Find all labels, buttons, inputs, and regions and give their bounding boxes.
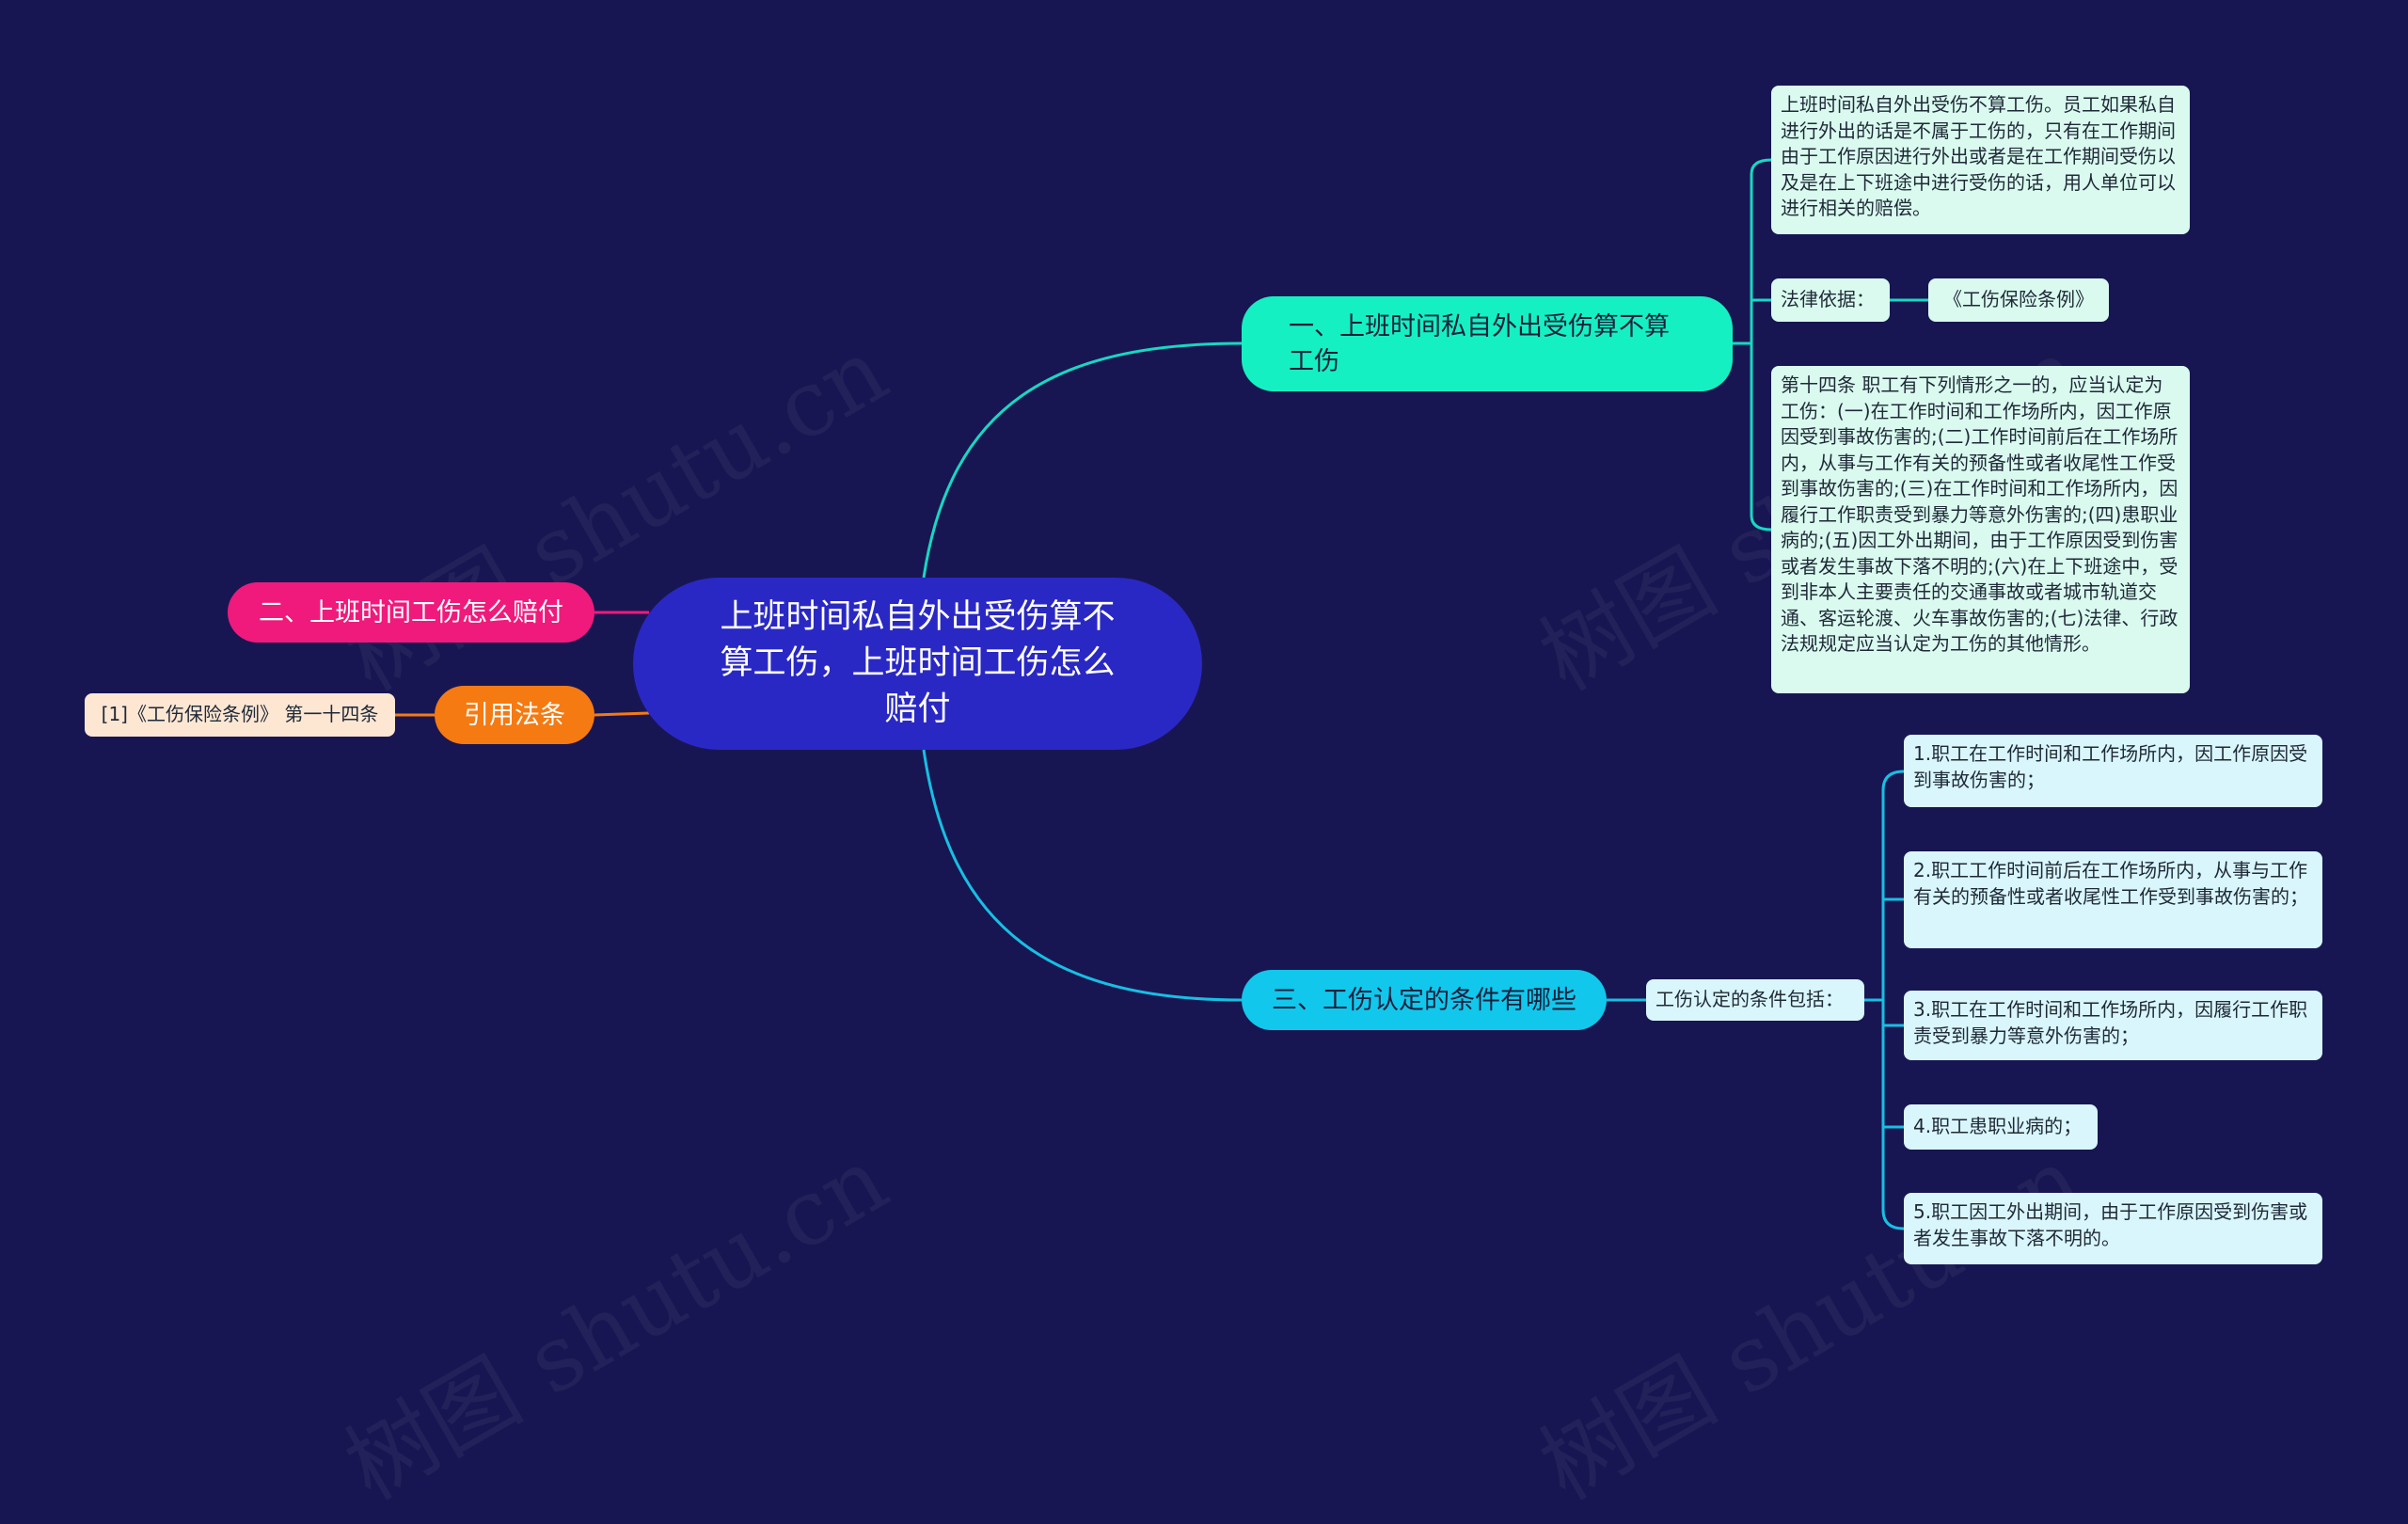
legal-basis-source-text: 《工伤保险条例》 [1943,288,2094,311]
branch-2-node[interactable]: 二、上班时间工伤怎么赔付 [228,582,594,643]
condition-item-5[interactable]: 5.职工因工外出期间，由于工作原因受到伤害或者发生事故下落不明的。 [1904,1193,2322,1264]
branch-1-label: 一、上班时间私自外出受伤算不算工伤 [1289,311,1670,376]
legal-basis-source[interactable]: 《工伤保险条例》 [1928,278,2109,322]
condition-item-2[interactable]: 2.职工工作时间前后在工作场所内，从事与工作有关的预备性或者收尾性工作受到事故伤… [1904,851,2322,948]
branch-1-summary-text: 上班时间私自外出受伤不算工伤。员工如果私自进行外出的话是不属于工伤的，只有在工作… [1781,93,2176,219]
mindmap-canvas: 树图 shutu.cn 树图 shutu.cn 树图 shutu.cn 树图 s… [85,86,2322,1520]
branch-1-summary[interactable]: 上班时间私自外出受伤不算工伤。员工如果私自进行外出的话是不属于工伤的，只有在工作… [1771,86,2190,234]
link-intro-conditions [1881,770,1905,1230]
condition-item-4[interactable]: 4.职工患职业病的； [1904,1104,2098,1150]
branch-4-label: 三、工伤认定的条件有哪些 [1272,985,1576,1015]
link-root-branch1 [922,341,1243,579]
condition-item-text: 2.职工工作时间前后在工作场所内，从事与工作有关的预备性或者收尾性工作受到事故伤… [1913,859,2308,908]
condition-item-text: 3.职工在工作时间和工作场所内，因履行工作职责受到暴力等意外伤害的； [1913,998,2308,1047]
link-branch1-article [1750,343,1772,532]
reference-node[interactable]: [1]《工伤保险条例》 第一十四条 [85,693,395,737]
link-root-branch3 [594,711,650,717]
conditions-intro-text: 工伤认定的条件包括： [1656,988,1844,1011]
reference-text: [1]《工伤保险条例》 第一十四条 [101,703,379,726]
article-14-text[interactable]: 第十四条 职工有下列情形之一的，应当认定为工伤：(一)在工作时间和工作场所内，因… [1771,366,2190,693]
link-branch1-summary [1750,158,1772,343]
legal-basis-label-text: 法律依据： [1781,288,1875,311]
connector-lines [395,158,1928,1230]
condition-item-3[interactable]: 3.职工在工作时间和工作场所内，因履行工作职责受到暴力等意外伤害的； [1904,991,2322,1060]
branch-2-label: 二、上班时间工伤怎么赔付 [259,597,563,627]
root-topic[interactable]: 上班时间私自外出受伤算不算工伤，上班时间工伤怎么赔付 [633,578,1202,750]
condition-item-text: 5.职工因工外出期间，由于工作原因受到伤害或者发生事故下落不明的。 [1913,1200,2308,1249]
branch-3-label: 引用法条 [464,700,565,730]
link-root-branch4 [922,749,1243,1002]
condition-item-text: 1.职工在工作时间和工作场所内，因工作原因受到事故伤害的； [1913,742,2308,791]
branch-4-node[interactable]: 三、工伤认定的条件有哪些 [1242,970,1607,1030]
branch-3-node[interactable]: 引用法条 [435,686,594,744]
condition-item-1[interactable]: 1.职工在工作时间和工作场所内，因工作原因受到事故伤害的； [1904,735,2322,807]
article-14-content: 第十四条 职工有下列情形之一的，应当认定为工伤：(一)在工作时间和工作场所内，因… [1781,373,2178,655]
legal-basis-label[interactable]: 法律依据： [1771,278,1890,322]
conditions-intro[interactable]: 工伤认定的条件包括： [1646,979,1864,1021]
condition-item-text: 4.职工患职业病的； [1913,1115,2083,1138]
root-topic-text: 上班时间私自外出受伤算不算工伤，上班时间工伤怎么赔付 [720,598,1116,728]
branch-1-node[interactable]: 一、上班时间私自外出受伤算不算工伤 [1242,296,1733,391]
